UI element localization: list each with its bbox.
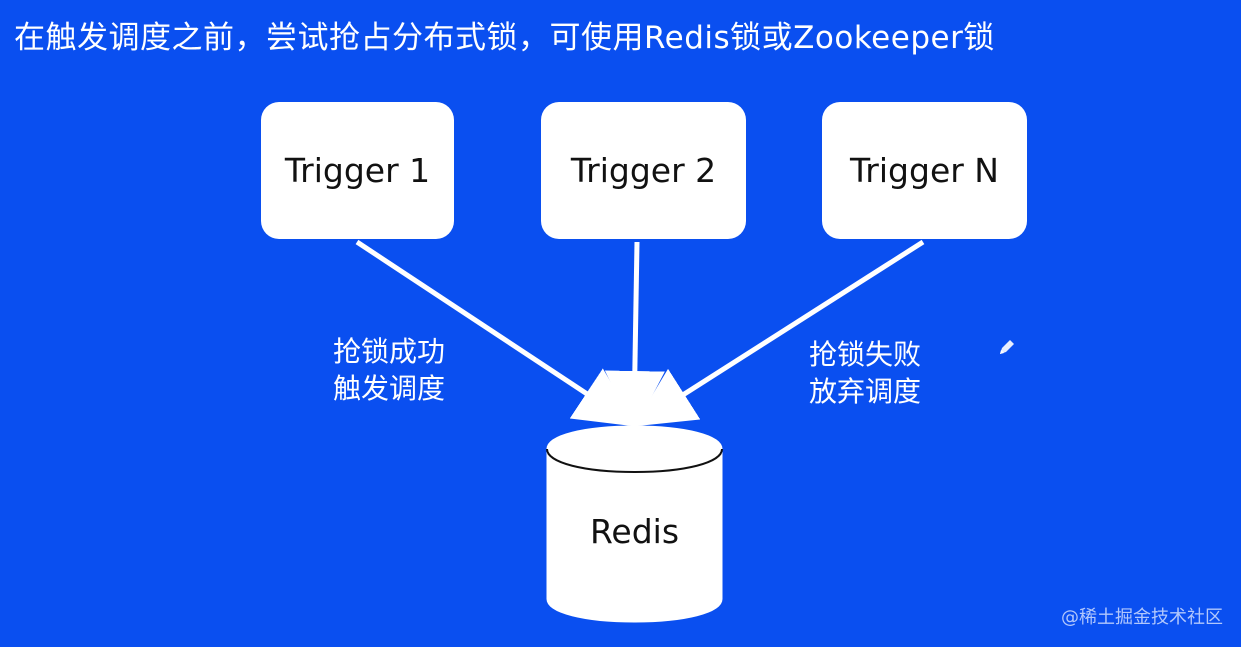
trigger-1-label: Trigger 1 <box>284 151 431 190</box>
lock-success-line-1: 抢锁成功 <box>333 335 446 368</box>
lock-fail-line-1: 抢锁失败 <box>809 338 922 371</box>
redis-label: Redis <box>589 512 680 551</box>
lock-fail-label: 抢锁失败 放弃调度 <box>809 336 921 410</box>
lock-success-label: 抢锁成功 触发调度 <box>333 333 445 407</box>
trigger-n-node: Trigger N <box>822 102 1027 239</box>
edge-trigger-1-to-redis <box>355 239 637 427</box>
trigger-n-label: Trigger N <box>850 151 999 190</box>
diagram-title: 在触发调度之前，尝试抢占分布式锁，可使用Redis锁或Zookeeper锁 <box>14 20 995 56</box>
trigger-1-node: Trigger 1 <box>261 102 454 239</box>
edge-trigger-2-to-redis <box>604 241 665 431</box>
trigger-2-node: Trigger 2 <box>541 102 746 239</box>
redis-cylinder <box>546 425 723 623</box>
lock-success-line-2: 触发调度 <box>333 372 446 405</box>
edge-trigger-n-to-redis <box>633 239 925 427</box>
trigger-2-label: Trigger 2 <box>570 151 717 190</box>
lock-fail-line-2: 放弃调度 <box>809 375 922 408</box>
watermark: @稀土掘金技术社区 <box>1061 607 1223 628</box>
pencil-icon <box>1000 340 1014 354</box>
